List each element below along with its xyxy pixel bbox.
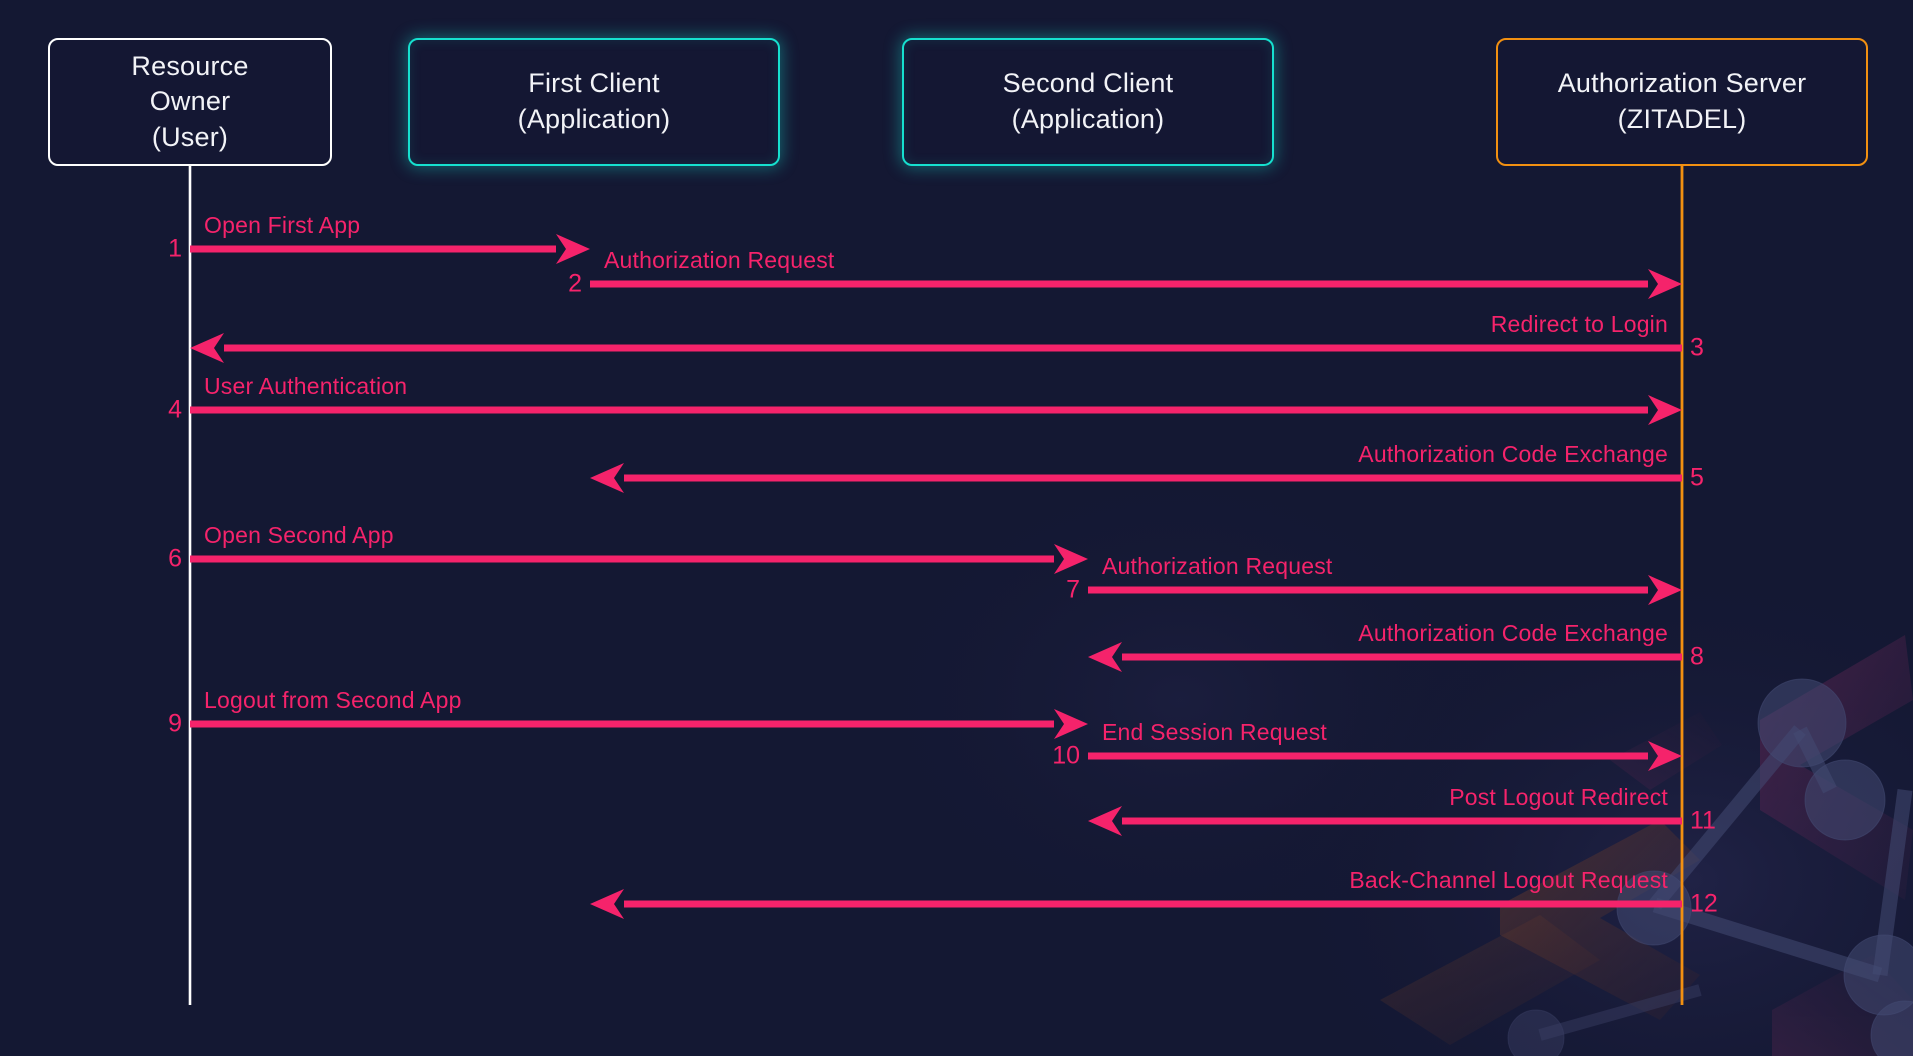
message-arrow-11	[1088, 806, 1682, 836]
message-label-4: User Authentication	[204, 373, 408, 399]
message-label-6: Open Second App	[204, 522, 394, 548]
message-arrow-12	[590, 889, 1682, 919]
message-label-7: Authorization Request	[1102, 553, 1333, 579]
message-arrow-1	[190, 234, 590, 264]
participant-label-authorization-server: Authorization Server (ZITADEL)	[1557, 68, 1807, 134]
message-number-4: 4	[168, 395, 182, 424]
message-label-5: Authorization Code Exchange	[1358, 441, 1668, 467]
message-arrow-8	[1088, 642, 1682, 672]
message-label-12: Back-Channel Logout Request	[1349, 867, 1668, 893]
message-arrow-7	[1088, 575, 1682, 605]
message-arrow-10	[1088, 741, 1682, 771]
participant-box-authorization-server: Authorization Server (ZITADEL)	[1496, 38, 1868, 166]
message-number-9: 9	[168, 709, 182, 738]
message-number-8: 8	[1690, 642, 1704, 671]
message-arrow-2	[590, 269, 1682, 299]
message-label-1: Open First App	[204, 212, 361, 238]
message-arrows-layer	[190, 234, 1682, 919]
participant-box-resource-owner: Resource Owner (User)	[48, 38, 332, 166]
message-number-11: 11	[1690, 806, 1716, 835]
participant-label-second-client: Second Client (Application)	[1002, 68, 1174, 134]
message-arrow-3	[190, 333, 1682, 363]
message-number-12: 12	[1690, 889, 1718, 918]
message-label-9: Logout from Second App	[204, 687, 462, 713]
message-number-7: 7	[1066, 575, 1080, 604]
message-number-10: 10	[1052, 741, 1080, 770]
lifelines-layer	[188, 166, 1684, 1005]
message-arrow-9	[190, 709, 1088, 739]
message-number-6: 6	[168, 544, 182, 573]
message-arrow-4	[190, 395, 1682, 425]
message-label-8: Authorization Code Exchange	[1358, 620, 1668, 646]
message-number-1: 1	[168, 234, 182, 263]
message-number-3: 3	[1690, 333, 1704, 362]
message-label-11: Post Logout Redirect	[1449, 784, 1668, 810]
message-arrow-6	[190, 544, 1088, 574]
message-label-3: Redirect to Login	[1490, 311, 1668, 337]
message-label-2: Authorization Request	[604, 247, 835, 273]
message-number-5: 5	[1690, 463, 1704, 492]
message-number-2: 2	[568, 269, 582, 298]
participant-box-second-client: Second Client (Application)	[902, 38, 1274, 166]
participant-label-first-client: First Client (Application)	[517, 68, 671, 134]
participant-label-resource-owner: Resource Owner (User)	[131, 50, 249, 152]
message-arrow-5	[590, 463, 1682, 493]
participant-box-first-client: First Client (Application)	[408, 38, 780, 166]
message-label-10: End Session Request	[1102, 719, 1327, 745]
